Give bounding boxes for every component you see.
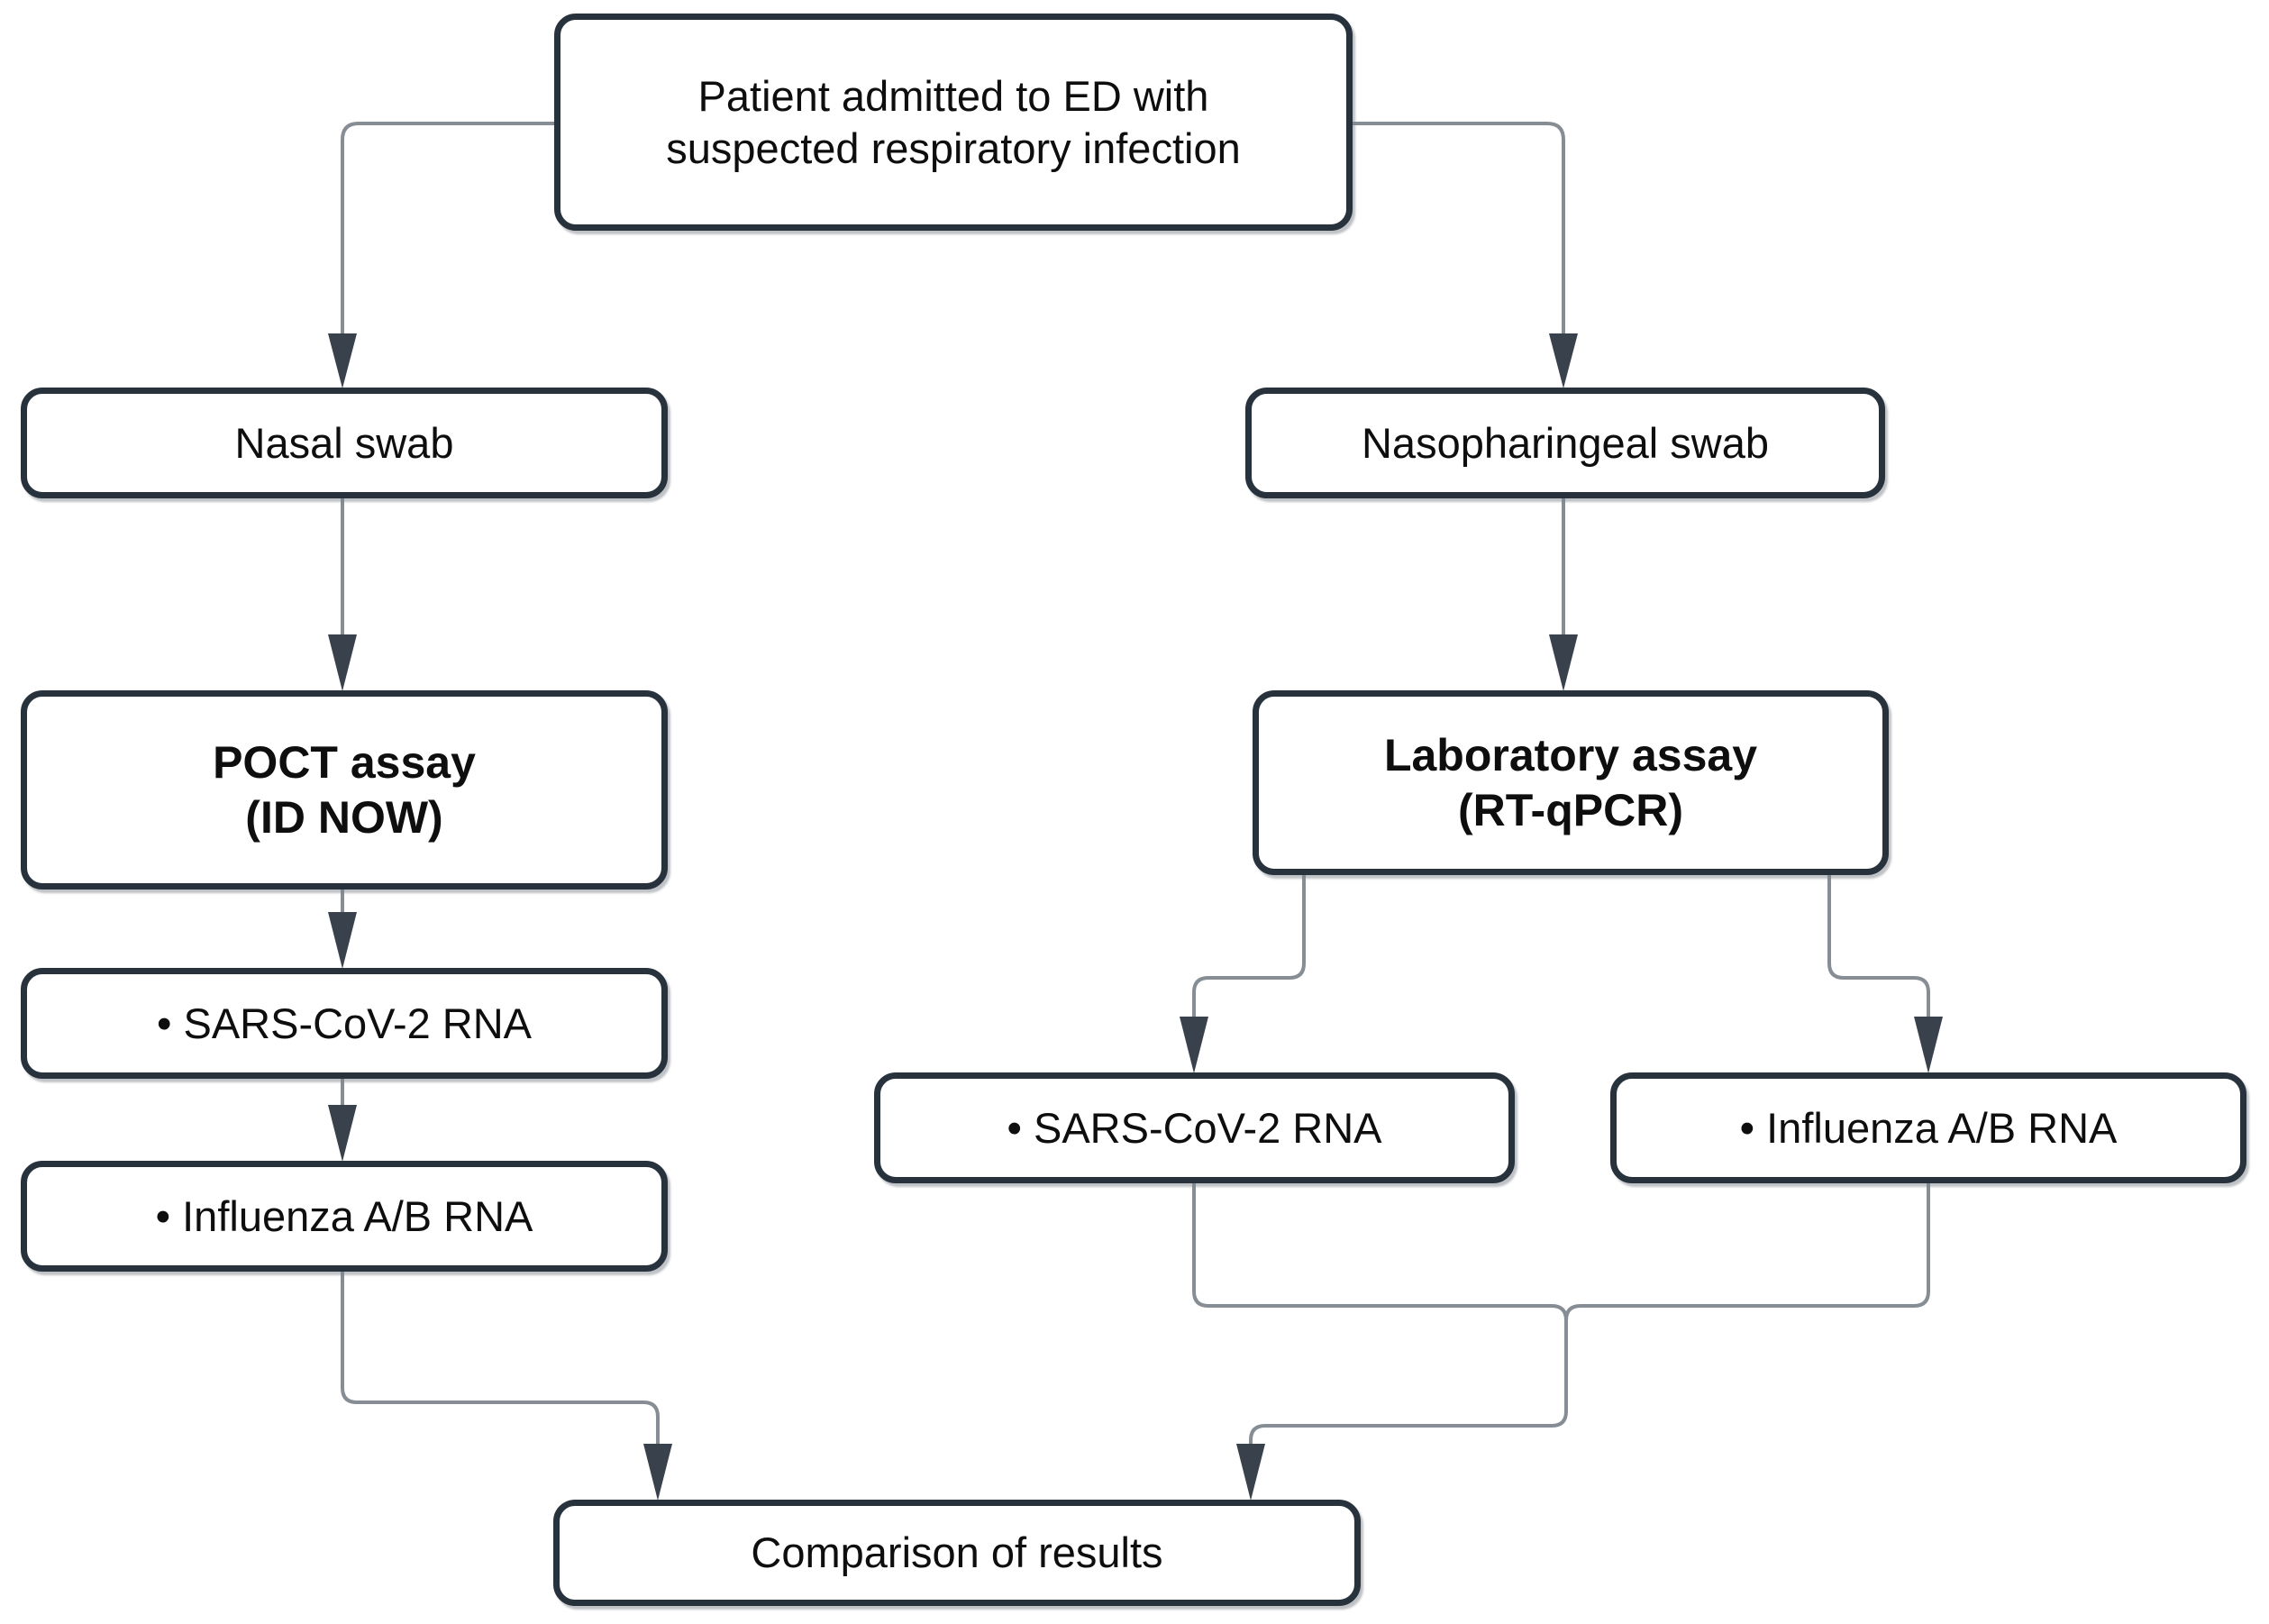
node-label-line: Patient admitted to ED with — [697, 72, 1209, 121]
node-label-line: • SARS-CoV-2 RNA — [156, 999, 533, 1047]
node-nasopharingeal-swab: Nasopharingeal swab — [1245, 388, 1885, 498]
node-nasal-swab: Nasal swab — [21, 388, 668, 498]
edge-influenza-to-compare — [341, 1272, 660, 1444]
arrowhead-compare-left — [643, 1444, 672, 1501]
node-patient-admitted: Patient admitted to ED with suspected re… — [554, 14, 1353, 231]
node-poct-assay: POCT assay (ID NOW) — [21, 690, 668, 890]
node-label-line: Laboratory assay — [1383, 729, 1758, 780]
node-label-line: • Influenza A/B RNA — [1739, 1103, 2118, 1152]
arrowhead-naso — [1549, 333, 1578, 388]
node-laboratory-assay: Laboratory assay (RT-qPCR) — [1253, 690, 1889, 875]
node-label-line: POCT assay — [213, 736, 476, 788]
node-label-line: Comparison of results — [751, 1528, 1163, 1577]
arrowhead-poct — [328, 634, 357, 691]
node-label-line: • Influenza A/B RNA — [155, 1191, 533, 1240]
arrowhead-nasal — [328, 333, 357, 388]
edge-patient-to-naso — [1353, 122, 1565, 333]
arrowhead-lab — [1549, 634, 1578, 691]
node-label-line: (RT-qPCR) — [1458, 784, 1683, 835]
edge-labflu-to-merge — [1564, 1183, 1930, 1321]
arrowhead-poct-sars — [328, 912, 357, 969]
edge-merge-to-compare — [1249, 1316, 1568, 1444]
node-lab-influenza-rna: • Influenza A/B RNA — [1610, 1072, 2246, 1183]
node-label-line: Nasal swab — [234, 418, 454, 467]
edge-labsars-to-merge — [1192, 1183, 1568, 1321]
edge-lab-to-sars — [1192, 875, 1306, 1017]
node-label-line: Nasopharingeal swab — [1361, 418, 1769, 467]
node-lab-sars-cov2-rna: • SARS-CoV-2 RNA — [874, 1072, 1515, 1183]
arrowhead-poct-flu — [328, 1105, 357, 1162]
node-comparison-of-results: Comparison of results — [553, 1500, 1361, 1606]
edge-patient-to-nasal — [341, 122, 554, 333]
edge-lab-to-influenza — [1827, 875, 1930, 1017]
arrowhead-lab-flu — [1914, 1017, 1943, 1073]
arrowhead-lab-sars — [1180, 1017, 1208, 1073]
node-label-line: suspected respiratory infection — [666, 123, 1241, 172]
node-poct-sars-cov2-rna: • SARS-CoV-2 RNA — [21, 968, 668, 1079]
node-label-line: (ID NOW) — [245, 791, 443, 843]
node-poct-influenza-rna: • Influenza A/B RNA — [21, 1161, 668, 1272]
arrowhead-compare-right — [1236, 1444, 1265, 1501]
node-label-line: • SARS-CoV-2 RNA — [1007, 1103, 1382, 1152]
